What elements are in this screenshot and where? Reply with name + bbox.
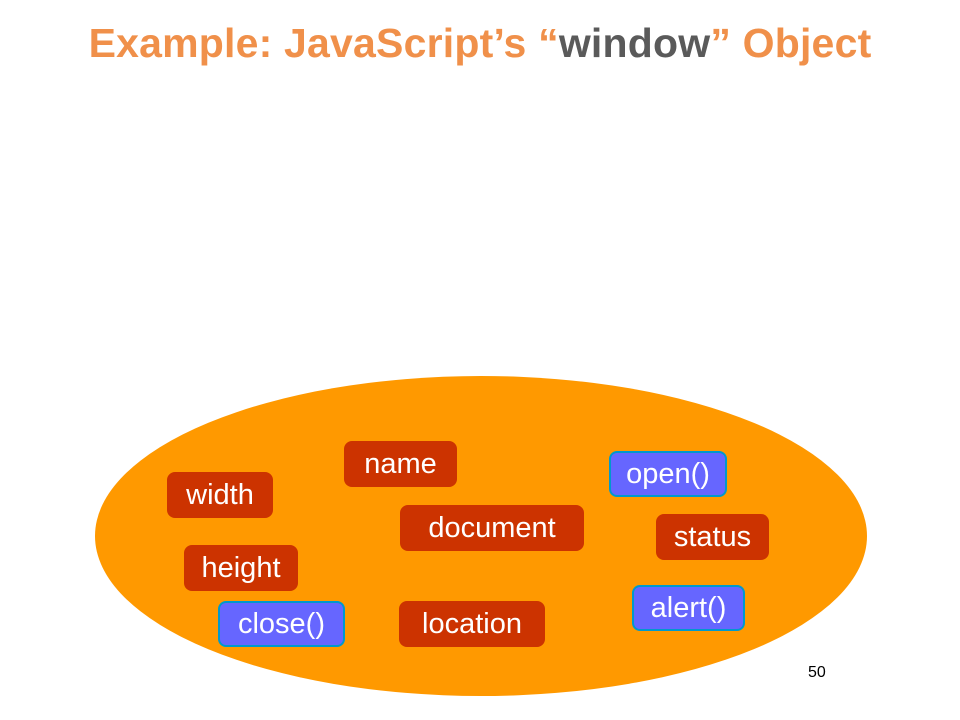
property-location: location [399,601,545,647]
property-name: name [344,441,457,487]
method-close: close() [218,601,345,647]
property-width: width [167,472,273,518]
method-alert: alert() [632,585,745,631]
page-number: 50 [808,664,826,681]
slide-title: Example: JavaScript’s “window” Object [0,20,960,67]
property-status: status [656,514,769,560]
title-suffix: ” Object [710,20,872,66]
title-prefix: Example: JavaScript’s “ [88,20,559,66]
title-keyword: window [558,20,711,66]
property-height: height [184,545,298,591]
method-open: open() [609,451,727,497]
property-document: document [400,505,584,551]
